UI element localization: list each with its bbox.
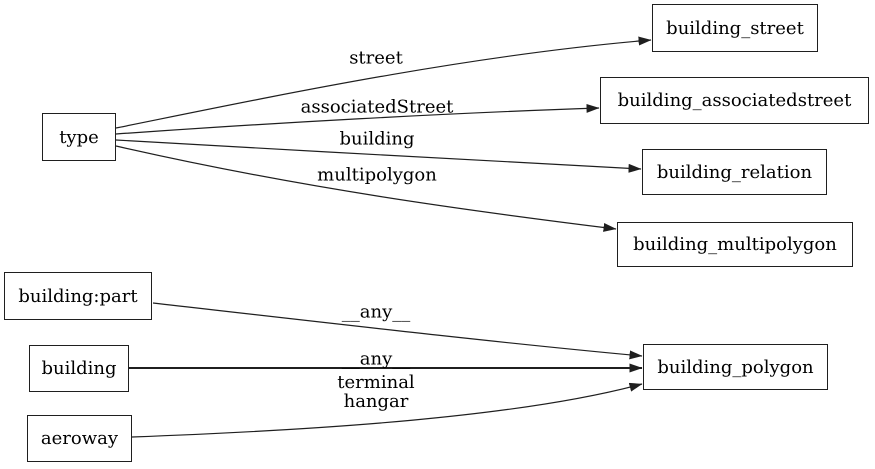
node-label: building_polygon bbox=[657, 356, 814, 378]
edge-building-part-to-building_polygon bbox=[152, 302, 643, 360]
node-label: building:part bbox=[18, 285, 138, 307]
edge-label-line: street bbox=[349, 47, 403, 69]
edge-label-type-to-building_relation: building bbox=[339, 130, 414, 149]
node-building-part: building:part bbox=[4, 272, 152, 320]
edge-type-to-building_relation bbox=[115, 139, 642, 173]
node-label: building_multipolygon bbox=[633, 234, 837, 255]
node-building_associatedstreet: building_associatedstreet bbox=[600, 77, 869, 124]
edge-label-building-part-to-building_polygon: __any__ bbox=[342, 303, 411, 322]
node-label: building_associatedstreet bbox=[617, 90, 852, 111]
edge-type-to-building_street bbox=[115, 36, 652, 129]
node-type: type bbox=[42, 113, 116, 161]
edge-label-type-to-building_multipolygon: multipolygon bbox=[317, 166, 437, 185]
node-building_relation: building_relation bbox=[642, 149, 827, 195]
edge-label-type-to-building_street: street bbox=[349, 49, 403, 68]
node-label: building_street bbox=[666, 17, 804, 39]
edge-label-line: building bbox=[339, 128, 415, 150]
edge-label-line: associatedStreet bbox=[300, 96, 454, 118]
edge-type-to-building_multipolygon bbox=[115, 145, 617, 232]
node-label: type bbox=[59, 126, 99, 148]
node-building_polygon: building_polygon bbox=[643, 344, 828, 390]
node-aeroway: aeroway bbox=[27, 415, 132, 462]
edge-label-line: hangar bbox=[343, 391, 409, 412]
node-label: building bbox=[41, 358, 117, 379]
node-building: building bbox=[29, 345, 129, 392]
node-building_multipolygon: building_multipolygon bbox=[617, 222, 853, 267]
edge-label-line: __any__ bbox=[341, 301, 411, 323]
node-building_street: building_street bbox=[652, 4, 818, 52]
edge-label-building-to-building_polygon: __any__ bbox=[342, 350, 411, 369]
edge-type-to-building_associatedstreet bbox=[115, 103, 600, 135]
edge-label-line: __any__ bbox=[341, 348, 411, 370]
edge-label-line: multipolygon bbox=[317, 164, 437, 186]
edge-aeroway-to-building_polygon bbox=[131, 382, 643, 438]
node-label: building_relation bbox=[656, 161, 813, 183]
edge-label-line: terminal bbox=[337, 372, 415, 393]
node-label: aeroway bbox=[40, 428, 119, 449]
edges-group bbox=[115, 36, 652, 438]
edge-label-type-to-building_associatedstreet: associatedStreet bbox=[301, 98, 454, 117]
